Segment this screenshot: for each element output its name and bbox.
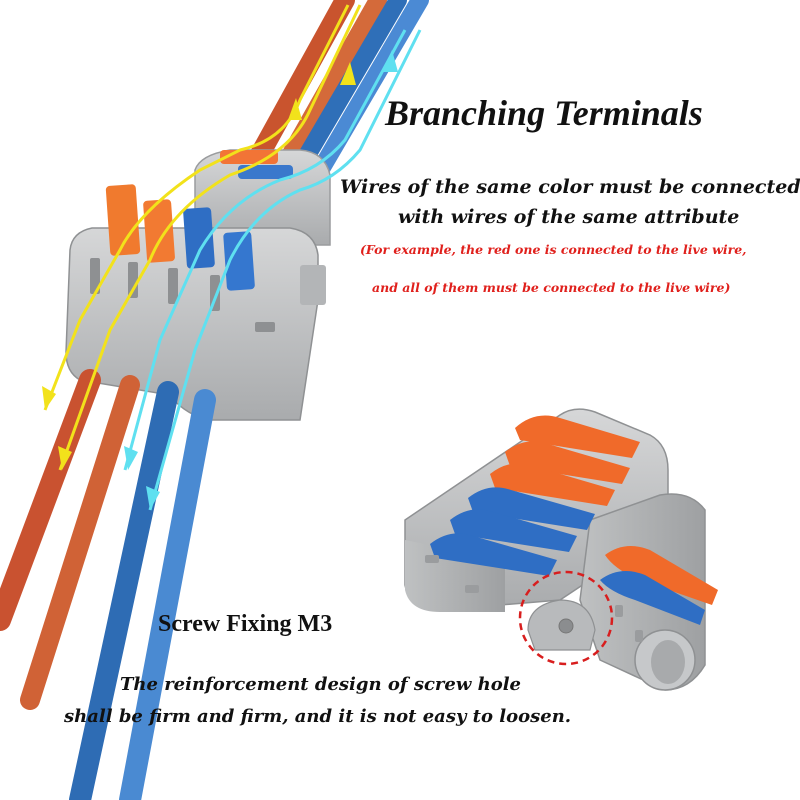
reinforcement-text-line-1: The reinforcement design of screw hole [120, 674, 522, 695]
note-text-line-2: and all of them must be connected to the… [372, 280, 731, 295]
wired-connector [0, 0, 429, 800]
screw-callout-ring [518, 570, 614, 666]
neutral-flow-arrow-2 [148, 29, 422, 511]
side-slots [425, 555, 643, 642]
arrow-heads [42, 50, 398, 510]
live-flow-arrow-2 [58, 4, 362, 471]
screw-hole [558, 618, 574, 634]
front-levers [105, 184, 255, 291]
branch-levers [600, 546, 718, 625]
housing-slots [90, 258, 275, 332]
upper-lever-blue [238, 165, 293, 179]
reinforcement-text-line-2: shall be firm and firm, and it is not ea… [64, 706, 572, 727]
neutral-flow-arrow-1 [123, 29, 407, 471]
rule-text-line-2: with wires of the same attribute [398, 206, 740, 228]
standalone-connector [404, 408, 718, 691]
live-flow-arrow-1 [43, 4, 350, 411]
page-title: Branching Terminals [385, 93, 703, 133]
main-levers [430, 415, 640, 576]
rule-text-line-1: Wires of the same color must be connecte… [340, 176, 800, 198]
lower-wires [0, 369, 216, 800]
branch-port-hole [651, 640, 685, 684]
note-text-line-1: (For example, the red one is connected t… [360, 242, 747, 257]
screw-label: Screw Fixing M3 [158, 611, 333, 637]
flow-arrows [43, 4, 422, 511]
mount-tab [300, 265, 326, 305]
